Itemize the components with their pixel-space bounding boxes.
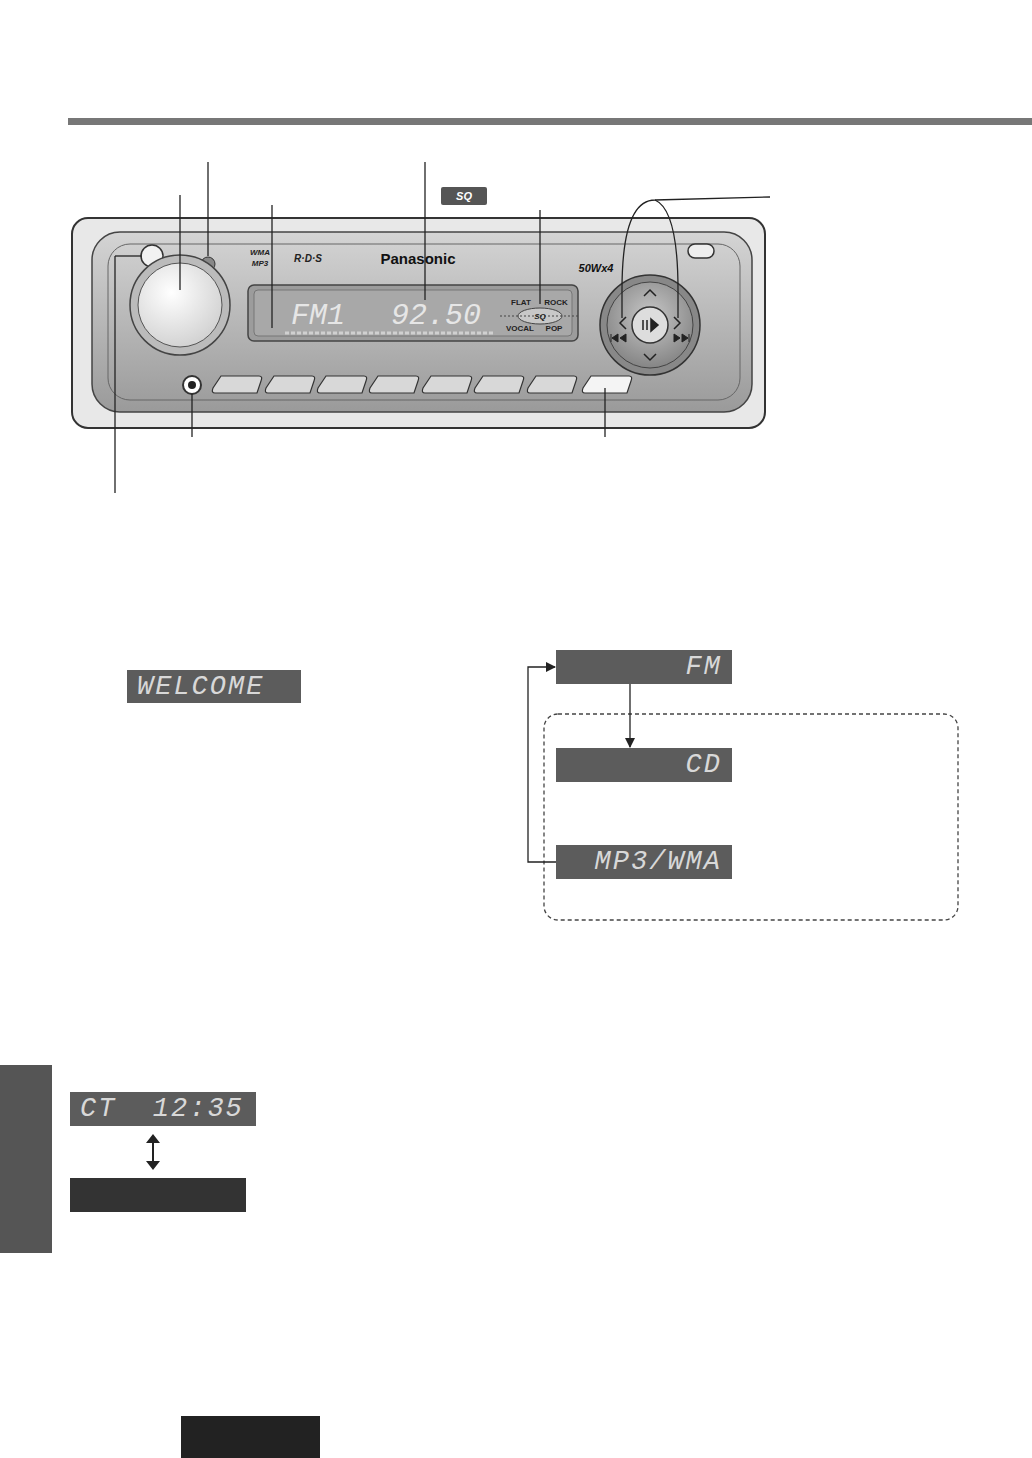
lcd-display: FM (556, 650, 732, 684)
display-text: MP3/WMA (566, 847, 722, 877)
panel-label: FLAT (511, 298, 531, 307)
preset-button (474, 376, 523, 393)
display-text: FM (566, 652, 722, 682)
side-tab (0, 1065, 52, 1253)
source-group (544, 714, 958, 920)
panel-label: POP (546, 324, 563, 333)
car-stereo (72, 187, 765, 428)
leader-lines (115, 162, 770, 493)
display-text: WELCOME (137, 672, 291, 702)
panel-label: VOCAL (506, 324, 534, 333)
panel-label: 50Wx4 (579, 262, 614, 274)
panel-label: MP3 (252, 259, 268, 268)
preset-button (317, 376, 366, 393)
display-text: CD (566, 750, 722, 780)
display-text: CT 12:35 (80, 1094, 246, 1124)
panel-label: 92.50 (391, 299, 481, 333)
lcd-display: CT 12:35 (70, 1092, 256, 1126)
blank-display (70, 1178, 246, 1212)
panel-label: Panasonic (380, 250, 455, 267)
preset-button (422, 376, 471, 393)
lcd-display: CD (556, 748, 732, 782)
preset-button (582, 376, 631, 393)
toggle-arrow (146, 1134, 160, 1170)
lcd-display: WELCOME (127, 670, 301, 703)
header-bar (68, 118, 1032, 125)
preset-button (265, 376, 314, 393)
panel-label: SQ (456, 190, 472, 202)
panel-label: FM1 (291, 299, 345, 333)
lcd-display: MP3/WMA (556, 845, 732, 879)
panel-label: ROCK (544, 298, 568, 307)
panel-label: WMA (250, 248, 270, 257)
flow-arrow (629, 684, 630, 747)
panel-label: SQ (534, 312, 546, 321)
preset-button (212, 376, 261, 393)
preset-button (527, 376, 576, 393)
panel-label: R·D·S (294, 253, 322, 264)
flow-arrow (528, 667, 556, 862)
preset-button (369, 376, 418, 393)
page-tab (181, 1416, 320, 1458)
